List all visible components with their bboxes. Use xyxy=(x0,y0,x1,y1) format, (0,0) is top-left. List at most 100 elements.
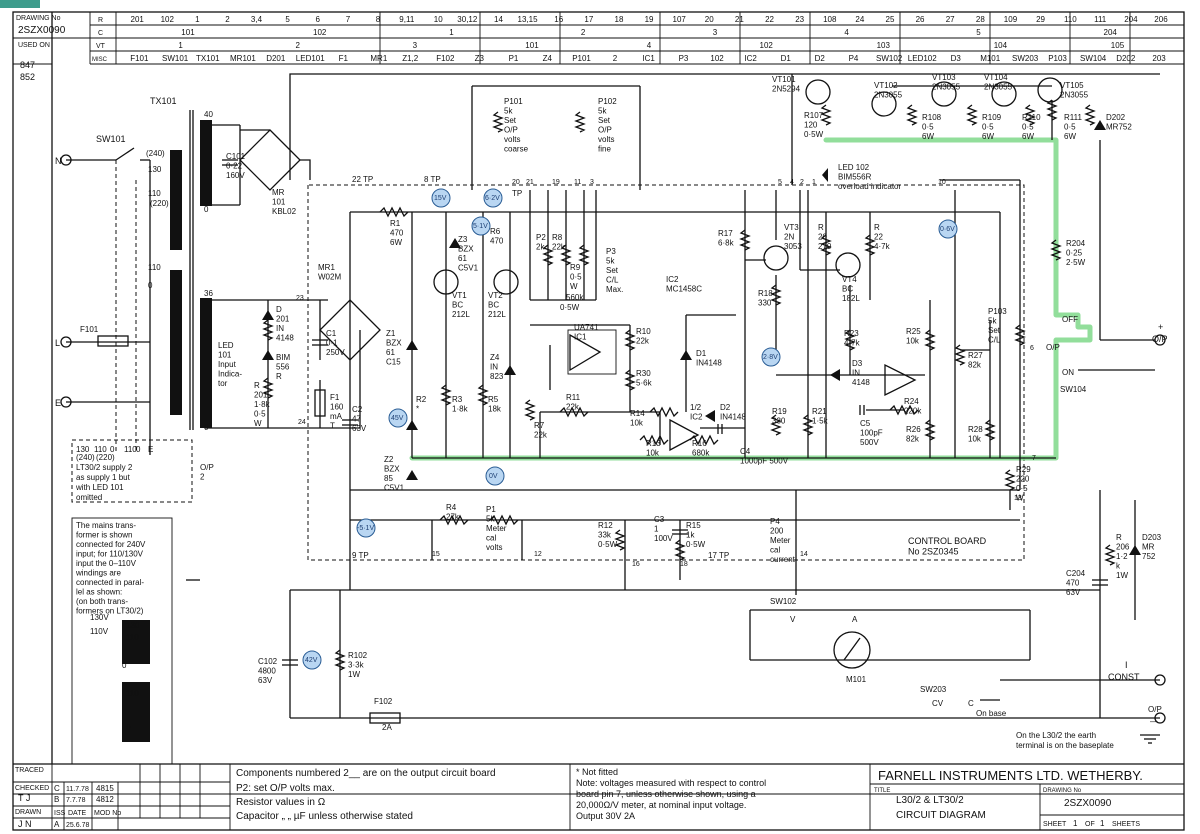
label-r23: R23 xyxy=(844,329,859,338)
label-pins-misc: 12 xyxy=(534,551,542,558)
label-vt4: BC xyxy=(842,285,853,294)
header-cell-r: 10 xyxy=(434,15,443,24)
svg-text:0V: 0V xyxy=(489,473,498,480)
label-r24: R24 xyxy=(904,397,919,406)
label-c3: C3 xyxy=(654,515,665,524)
label-r18: 330 xyxy=(758,299,772,308)
label-vt105: 2N3055 xyxy=(1060,91,1089,100)
label-ic1: IC1 xyxy=(574,333,587,342)
label-sw102: SW102 xyxy=(770,597,797,606)
header-cell-misc: Z3 xyxy=(475,54,485,63)
header-cell-c: 102 xyxy=(313,28,327,37)
label-r108: 0·5 xyxy=(922,123,934,132)
label-r9b: 560k xyxy=(566,293,584,302)
label-r5: 18k xyxy=(488,405,502,414)
label-vt101: 2N5294 xyxy=(772,85,801,94)
label-output: + xyxy=(1158,322,1163,332)
drawn-label: DRAWN xyxy=(15,809,41,816)
label-pins-misc: 23 xyxy=(296,295,304,302)
label-mr101: MR xyxy=(272,188,285,197)
svg-text:5·1V: 5·1V xyxy=(473,223,488,230)
label-lt302-box: 110 xyxy=(94,445,107,454)
label-tp: 17 TP xyxy=(708,551,729,560)
label-c2: 63V xyxy=(352,424,367,433)
header-cell-misc: D3 xyxy=(951,54,962,63)
label-c1: C1 xyxy=(326,329,337,338)
row-key-c: C xyxy=(98,30,103,37)
label-lt302-box: E xyxy=(148,445,153,454)
label-mr1: W02M xyxy=(318,273,341,282)
label-d203: MR xyxy=(1142,543,1155,552)
label-f1: T xyxy=(330,422,335,431)
label-lt302-box: (240) xyxy=(76,453,95,462)
label-r107: 120 xyxy=(804,121,818,130)
label-f102: F102 xyxy=(374,697,393,706)
label-pins-top: 10 xyxy=(938,179,946,186)
revision-block: TRACED CHECKED T J DRAWN J N C 11.7.78 4… xyxy=(13,764,230,830)
label-p102: volts xyxy=(598,135,614,144)
header-cell-vt: 104 xyxy=(994,41,1008,50)
label-r14: 10k xyxy=(630,419,644,428)
label-p103: P103 xyxy=(988,307,1007,316)
header-cell-r: 13,15 xyxy=(518,15,539,24)
header-cell-r: 110 xyxy=(1064,15,1077,24)
label-mains-note: input; for 110/130V xyxy=(76,550,144,559)
header-cell-misc: SW101 xyxy=(162,54,189,63)
header-cell-c: 4 xyxy=(844,28,849,37)
label-mr101: 101 xyxy=(272,198,286,207)
header-cell-vt: 105 xyxy=(1111,41,1125,50)
header-cell-r: 201 xyxy=(131,15,145,24)
label-c102: 63V xyxy=(258,676,273,685)
header-cell-misc: MR1 xyxy=(370,54,387,63)
label-pins-top: 21 xyxy=(526,179,534,186)
label-ic2b: IC2 xyxy=(690,413,703,422)
label-c3: 1 xyxy=(654,525,659,534)
label-sw102: V xyxy=(790,615,796,624)
label-const: I xyxy=(1125,660,1128,670)
label-led101: Input xyxy=(218,360,237,369)
row-key-vt: VT xyxy=(96,43,106,50)
header-cell-vt: 3 xyxy=(413,41,418,50)
label-c5: C5 xyxy=(860,419,871,428)
header-cell-r: 28 xyxy=(976,15,985,24)
label-r22: R xyxy=(874,223,880,232)
label-r9: R9 xyxy=(570,263,581,272)
label-pins-misc: 14 xyxy=(800,551,808,558)
label-r20: 270 xyxy=(818,242,832,251)
label-r27: 82k xyxy=(968,361,982,370)
header-cell-r: 107 xyxy=(673,15,687,24)
checked-label: CHECKED xyxy=(15,785,49,792)
label-p101: 5k xyxy=(504,107,513,116)
label-earth-note: terminal is on the baseplate xyxy=(1016,741,1114,750)
header-cell-c: 1 xyxy=(449,28,454,37)
label-lt302-box: 130 xyxy=(76,445,90,454)
label-p1: 5k xyxy=(486,515,495,524)
label-vt104: 2N3055 xyxy=(984,83,1013,92)
label-sw104: O/P xyxy=(1046,343,1060,352)
label-mains-note: input the 0–110V xyxy=(76,559,137,568)
label-p1: P1 xyxy=(486,505,496,514)
label-p1: cal xyxy=(486,534,496,543)
label-r19: R19 xyxy=(772,407,787,416)
label-z2: BZX xyxy=(384,465,400,474)
header-cell-misc: P1 xyxy=(509,54,519,63)
label-c4: C4 xyxy=(740,447,751,456)
label-r16: 680k xyxy=(692,449,710,458)
sheet-number: 1 xyxy=(1073,819,1078,828)
label-mains-note-taps: 0 xyxy=(122,661,127,670)
header-cell-r: 23 xyxy=(795,15,804,24)
sheet-label: SHEET xyxy=(1043,821,1067,828)
label-vt2: VT2 xyxy=(488,291,503,300)
label-c102: 4800 xyxy=(258,667,276,676)
label-r201: R xyxy=(254,381,260,390)
label-z3: C5V1 xyxy=(458,264,479,273)
label-output: O/P xyxy=(1152,334,1168,344)
label-mains-note: formers on LT30/2) xyxy=(76,607,144,616)
label-mains-note: The mains trans- xyxy=(76,521,136,530)
label-z3: 61 xyxy=(458,254,467,263)
label-z1: BZX xyxy=(386,339,402,348)
label-p1: Meter xyxy=(486,524,507,533)
label-earth-note: On the L30/2 the earth xyxy=(1016,731,1096,740)
